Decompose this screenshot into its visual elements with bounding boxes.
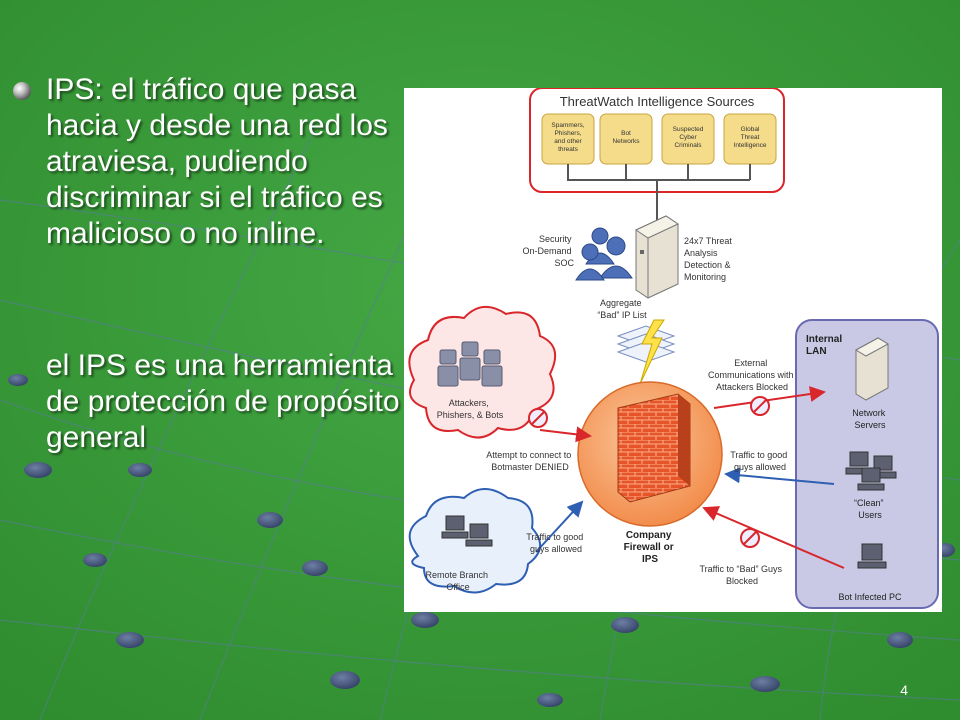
bot-pc-icon [857, 543, 887, 569]
blocked-icons [528, 396, 770, 548]
remote-branch-cloud: Remote Branch Office [408, 488, 541, 594]
internal-lan-panel: Internal LAN Network Servers “Clean” Use… [795, 319, 939, 609]
clean-users-label: “Clean” Users [854, 498, 886, 520]
network-servers-label: Network Servers [852, 408, 888, 430]
monitoring-label: 24x7 Threat Analysis Detection & Monitor… [684, 236, 734, 282]
sources-title: ThreatWatch Intelligence Sources [560, 94, 755, 109]
lan-title: Internal LAN [806, 334, 845, 357]
traffic-bad-label: Traffic to “Bad” Guys Blocked [699, 564, 784, 586]
remote-branch-label: Remote Branch Office [425, 570, 490, 592]
bullet-text-2: el IPS es una herramienta de protección … [46, 349, 400, 454]
intelligence-sources-panel: ThreatWatch Intelligence Sources Spammer… [529, 87, 785, 226]
robot-icon [437, 341, 503, 387]
aggregate-label: Aggregate “Bad” IP List [597, 298, 647, 320]
soc-label: Security On-Demand SOC [522, 234, 574, 268]
monitoring-server-icon [634, 215, 680, 299]
network-server-icon [854, 337, 890, 401]
soc-group: Security On-Demand SOC 24x7 Threat Analy… [522, 215, 734, 299]
firewall-label: Company Firewall or IPS [624, 530, 677, 565]
external-comms-label: External Communications with Attackers B… [708, 358, 796, 392]
clean-users-icon [845, 451, 897, 491]
security-team-icon [575, 227, 633, 281]
attempt-label: Attempt to connect to Botmaster DENIED [486, 450, 574, 472]
ips-diagram: ThreatWatch Intelligence Sources Spammer… [404, 87, 942, 612]
company-firewall: Company Firewall or IPS [577, 381, 723, 565]
bullet-icon [13, 82, 31, 100]
remote-traffic-label: Traffic to good guys allowed [526, 532, 586, 554]
bullet-text-1: IPS: el tráfico que pasa hacia y desde u… [46, 73, 388, 250]
bot-pc-label: Bot Infected PC [838, 592, 902, 602]
attackers-cloud: Attackers, Phishers, & Bots [408, 306, 557, 439]
flow-arrows [535, 386, 845, 569]
traffic-good-label: Traffic to good guys allowed [730, 450, 790, 472]
bad-ip-list: Aggregate “Bad” IP List [597, 298, 676, 385]
remote-pc-icon [441, 515, 493, 547]
background-nodes [8, 374, 955, 707]
attackers-label: Attackers, Phishers, & Bots [437, 398, 504, 420]
page-number: 4 [900, 682, 908, 698]
